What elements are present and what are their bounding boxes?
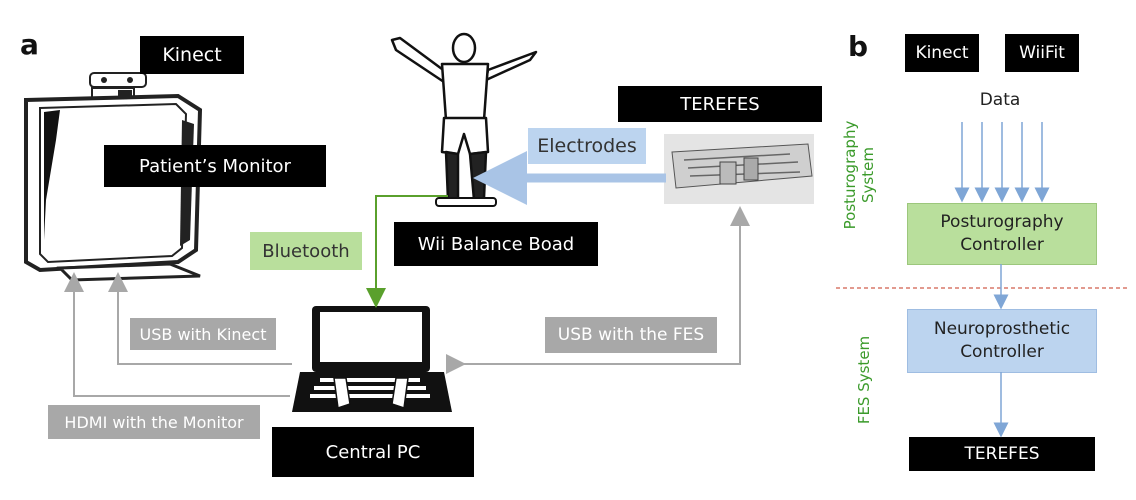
bluetooth-label: Bluetooth xyxy=(250,232,362,270)
posturography-controller-box: Posturography Controller xyxy=(907,203,1097,265)
hdmi-label: HDMI with the Monitor xyxy=(48,405,260,439)
central-pc-label: Central PC xyxy=(272,427,474,477)
fes-device-icon xyxy=(664,134,814,204)
balance-board-icon xyxy=(435,197,497,207)
terefes-label: TEREFES xyxy=(618,86,822,122)
posturography-system-label: Posturography System xyxy=(841,120,877,230)
neuroprosthetic-controller-box: Neuroprosthetic Controller xyxy=(907,309,1097,373)
wii-balance-board-label: Wii Balance Boad xyxy=(394,222,598,266)
data-label: Data xyxy=(979,90,1021,110)
electrodes-label: Electrodes xyxy=(528,128,646,164)
usb-kinect-label: USB with Kinect xyxy=(130,318,276,350)
usb-fes-label: USB with the FES xyxy=(545,317,717,353)
person-icon xyxy=(390,32,538,202)
panel-b-letter: b xyxy=(848,30,869,63)
laptop-icon xyxy=(292,306,452,412)
panel-a-letter: a xyxy=(20,28,39,61)
patient-monitor-label: Patient’s Monitor xyxy=(104,145,326,187)
kinect-label: Kinect xyxy=(140,36,244,74)
fes-system-label: FES System xyxy=(855,335,873,425)
b-terefes-label: TEREFES xyxy=(909,437,1095,471)
patient-monitor-icon xyxy=(24,93,203,282)
b-wiifit-label: WiiFit xyxy=(1005,34,1079,72)
kinect-sensor-icon xyxy=(89,72,147,104)
b-kinect-label: Kinect xyxy=(905,34,979,72)
